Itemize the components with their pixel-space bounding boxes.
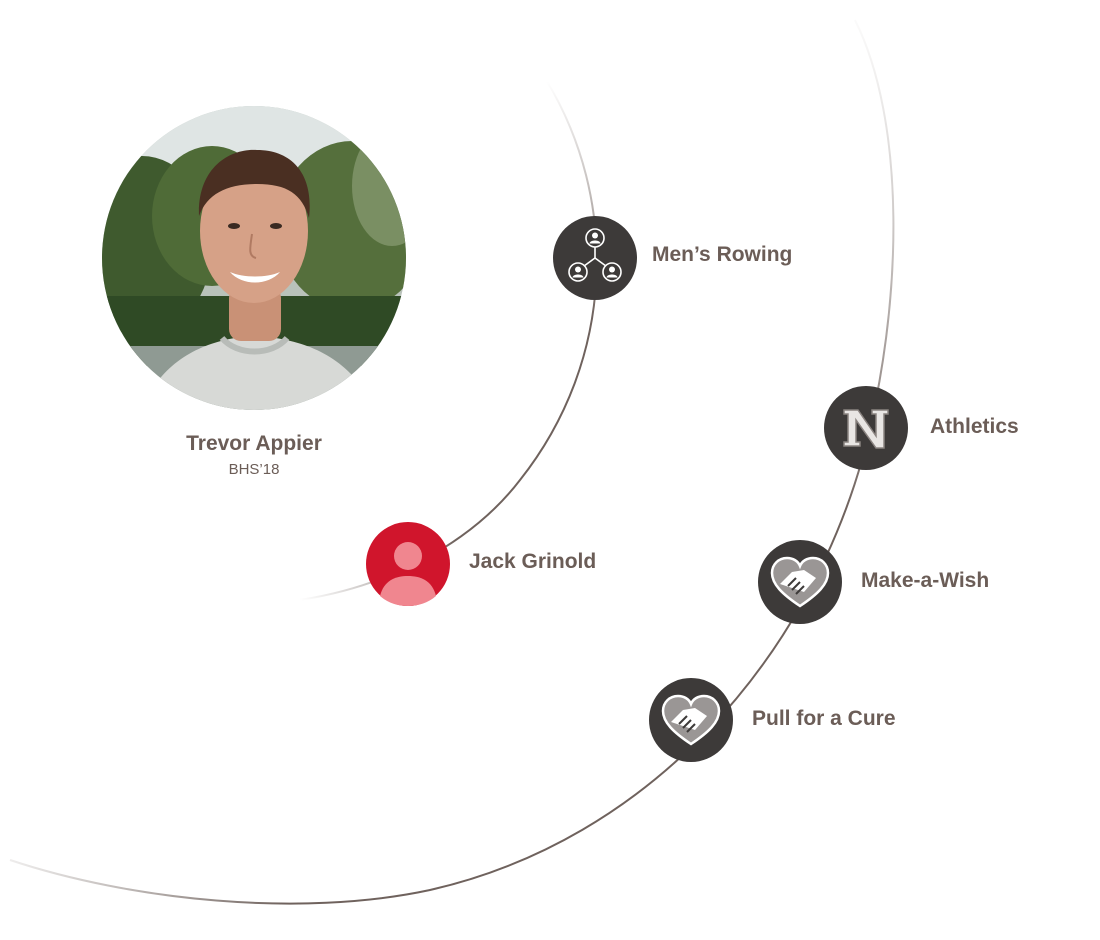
handshake-heart-icon xyxy=(649,678,733,762)
athletics-label[interactable]: Athletics xyxy=(930,415,1019,438)
profile-photo[interactable] xyxy=(102,106,406,410)
pull-for-a-cure-label[interactable]: Pull for a Cure xyxy=(752,707,896,730)
jack-grinold-label[interactable]: Jack Grinold xyxy=(469,550,597,573)
letter-n-icon xyxy=(824,386,908,470)
mens-rowing-node[interactable] xyxy=(553,216,637,300)
pull-for-a-cure-node[interactable] xyxy=(649,678,733,762)
athletics-node[interactable] xyxy=(824,386,908,470)
make-a-wish-label[interactable]: Make-a-Wish xyxy=(861,569,990,592)
person-icon xyxy=(366,522,450,606)
team-group-icon xyxy=(553,216,637,300)
make-a-wish-node[interactable] xyxy=(758,540,842,624)
handshake-heart-icon xyxy=(758,540,842,624)
profile-name: Trevor Appier xyxy=(186,432,322,455)
profile-class-year: BHS’18 xyxy=(228,461,280,478)
mens-rowing-label[interactable]: Men’s Rowing xyxy=(652,243,793,266)
jack-grinold-node[interactable] xyxy=(366,522,450,606)
person-photo-icon xyxy=(102,106,406,410)
